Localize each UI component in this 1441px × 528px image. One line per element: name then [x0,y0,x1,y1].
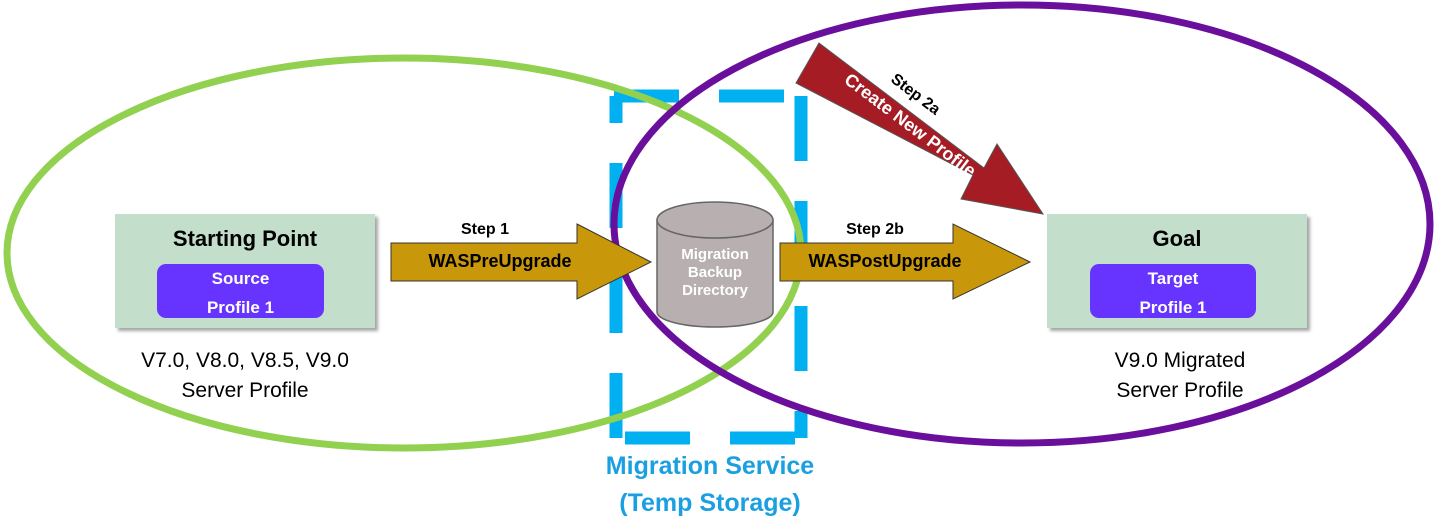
step2b-command: WASPostUpgrade [808,251,962,271]
step2a-arrow [795,42,1045,215]
service-line1: Migration Service [605,452,815,480]
source-caption-line2: Server Profile [181,379,309,402]
goal-caption-line2: Server Profile [1116,379,1244,402]
source-caption-line1: V7.0, V8.0, V8.5, V9.0 [141,349,349,372]
migration-service-caption: Migration Service (Temp Storage) [560,448,860,522]
source-profile-line2: Profile 1 [206,298,275,317]
step2b-label: Step 2b [846,221,904,238]
source-profile-line1: Source [211,269,270,288]
step1-arrow [390,223,653,300]
goal-caption: V9.0 Migrated Server Profile [1050,346,1310,406]
backup-line3: Directory [682,282,748,299]
backup-line2: Backup [687,264,743,281]
backup-directory-cylinder [656,201,774,328]
backup-directory-label: Migration Backup Directory [657,246,773,300]
starting-point-box: Starting Point Source Profile 1 [115,214,375,328]
source-caption: V7.0, V8.0, V8.5, V9.0 Server Profile [100,346,390,406]
service-line2: (Temp Storage) [619,489,801,517]
goal-title: Goal [1152,226,1202,251]
starting-point-title: Starting Point [172,226,318,251]
step1-label: Step 1 [460,221,509,238]
target-profile-badge: Target Profile 1 [1090,264,1256,318]
backup-line1: Migration [681,246,749,263]
target-profile-line1: Target [1147,269,1199,288]
goal-box: Goal Target Profile 1 [1047,214,1307,328]
source-profile-badge: Source Profile 1 [157,264,324,318]
goal-caption-line1: V9.0 Migrated [1114,349,1246,372]
step2b-arrow [779,223,1032,300]
step1-command: WASPreUpgrade [428,251,572,271]
target-profile-line2: Profile 1 [1139,298,1207,317]
target-scope-ellipse [610,1,1434,447]
